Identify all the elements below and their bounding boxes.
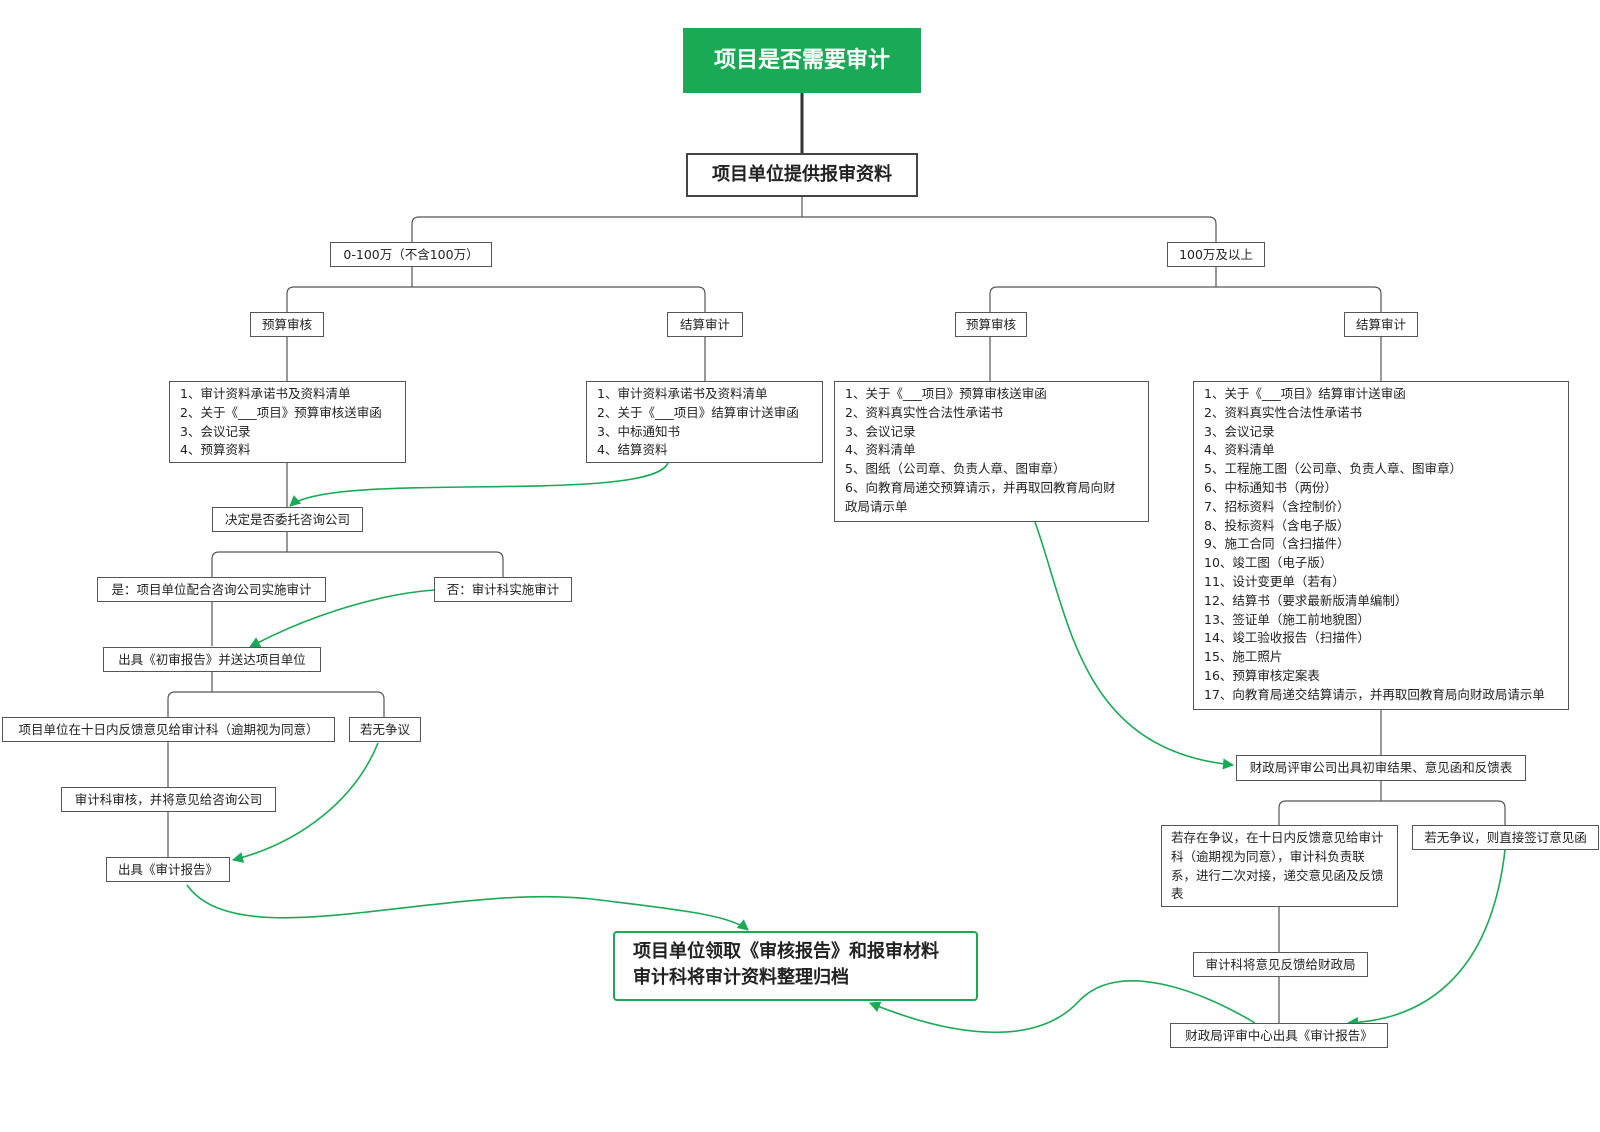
list-item: 11、设计变更单（若有） [1204, 573, 1345, 589]
main-step-submit-materials: 项目单位提供报审资料 [686, 153, 918, 197]
list-item: 3、会议记录 [180, 423, 251, 439]
right-settlement-audit: 结算审计 [1344, 312, 1418, 337]
list-item: 3、会议记录 [845, 423, 916, 439]
range-over-1m: 100万及以上 [1167, 242, 1265, 267]
list-item: 3、会议记录 [1204, 423, 1275, 439]
left-budget-review: 预算审核 [250, 312, 324, 337]
feedback-to-finance: 审计科将意见反馈给财政局 [1193, 952, 1368, 977]
no-dispute-sign: 若无争议，则直接签订意见函 [1412, 825, 1599, 850]
decide-consulting: 决定是否委托咨询公司 [212, 507, 363, 532]
list-item: 6、向教育局递交预算请示，并再取回教育局向财 [845, 479, 1116, 495]
range-under-1m: 0-100万（不含100万） [330, 242, 492, 267]
left-settlement-materials: 1、审计资料承诺书及资料清单 2、关于《___项目》结算审计送审函 3、中标通知… [586, 381, 823, 463]
list-item: 1、审计资料承诺书及资料清单 [180, 386, 351, 401]
list-item: 4、预算资料 [180, 442, 251, 458]
no-dispute-left: 若无争议 [349, 717, 421, 742]
finance-audit-report: 财政局评审中心出具《审计报告》 [1170, 1023, 1388, 1048]
list-item: 1、关于《___项目》结算审计送审函 [1204, 386, 1406, 401]
left-settlement-audit: 结算审计 [667, 312, 743, 337]
list-item: 5、工程施工图（公司章、负责人章、图审章） [1204, 461, 1462, 477]
initial-report-step: 出具《初审报告》并送达项目单位 [103, 647, 321, 672]
list-item: 10、竣工图（电子版） [1204, 555, 1333, 571]
list-item: 2、资料真实性合法性承诺书 [1204, 404, 1362, 420]
list-item: 4、资料清单 [1204, 442, 1275, 458]
list-item: 2、关于《___项目》结算审计送审函 [597, 404, 799, 420]
option-yes-consulting: 是：项目单位配合咨询公司实施审计 [97, 577, 326, 602]
list-item: 12、结算书（要求最新版清单编制） [1204, 592, 1408, 608]
audit-dept-review: 审计科审核，并将意见给咨询公司 [61, 787, 276, 812]
list-item: 5、图纸（公司章、负责人章、图审章） [845, 461, 1066, 477]
list-item: 7、招标资料（含控制价） [1204, 498, 1350, 514]
finance-initial-result: 财政局评审公司出具初审结果、意见函和反馈表 [1236, 755, 1526, 781]
list-item: 2、关于《___项目》预算审核送审函 [180, 404, 382, 420]
left-budget-materials: 1、审计资料承诺书及资料清单 2、关于《___项目》预算审核送审函 3、会议记录… [169, 381, 406, 463]
list-item: 4、结算资料 [597, 442, 668, 458]
root-title: 项目是否需要审计 [683, 28, 921, 93]
list-item: 4、资料清单 [845, 442, 916, 458]
list-item: 2、资料真实性合法性承诺书 [845, 404, 1003, 420]
final-line-2: 审计科将审计资料整理归档 [633, 967, 849, 988]
right-settlement-materials: 1、关于《___项目》结算审计送审函 2、资料真实性合法性承诺书 3、会议记录 … [1193, 381, 1569, 710]
list-item: 13、签证单（施工前地貌图） [1204, 611, 1370, 627]
feedback-ten-days: 项目单位在十日内反馈意见给审计科（逾期视为同意） [2, 717, 335, 742]
list-item: 9、施工合同（含扫描件） [1204, 536, 1350, 552]
right-budget-materials: 1、关于《___项目》预算审核送审函 2、资料真实性合法性承诺书 3、会议记录 … [834, 381, 1149, 522]
issue-audit-report-left: 出具《审计报告》 [106, 857, 230, 882]
list-item: 1、关于《___项目》预算审核送审函 [845, 386, 1047, 401]
final-line-1: 项目单位领取《审核报告》和报审材料 [633, 941, 939, 962]
dispute-feedback: 若存在争议，在十日内反馈意见给审计科（逾期视为同意），审计科负责联系，进行二次对… [1161, 825, 1398, 907]
list-item: 14、竣工验收报告（扫描件） [1204, 630, 1370, 646]
list-item: 15、施工照片 [1204, 649, 1283, 665]
list-item: 1、审计资料承诺书及资料清单 [597, 386, 768, 401]
list-item: 16、预算审核定案表 [1204, 667, 1320, 683]
list-item: 政局请示单 [845, 498, 908, 514]
list-item: 17、向教育局递交结算请示，并再取回教育局向财政局请示单 [1204, 686, 1545, 702]
option-no-audit-dept: 否：审计科实施审计 [434, 577, 572, 602]
final-step: 项目单位领取《审核报告》和报审材料 审计科将审计资料整理归档 [613, 931, 978, 1001]
list-item: 6、中标通知书（两份） [1204, 479, 1337, 495]
list-item: 8、投标资料（含电子版） [1204, 517, 1350, 533]
right-budget-review: 预算审核 [955, 312, 1027, 337]
list-item: 3、中标通知书 [597, 423, 680, 439]
